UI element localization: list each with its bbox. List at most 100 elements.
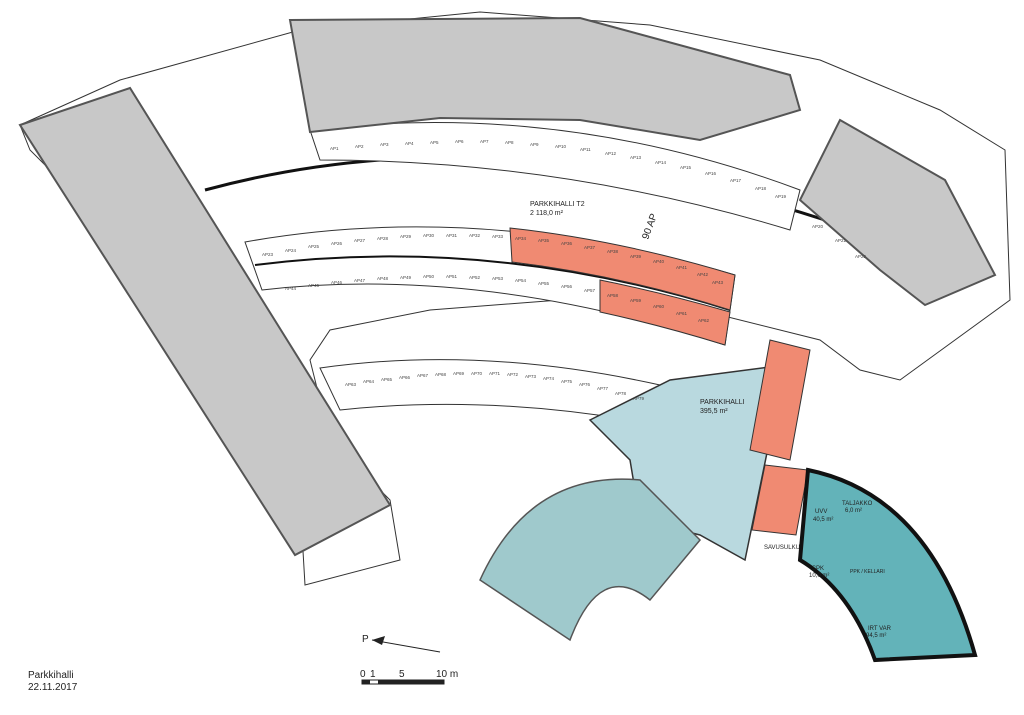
stall-label: AP39 [630, 254, 642, 259]
stall-label: AP18 [755, 186, 767, 191]
stall-label: AP7 [480, 139, 489, 144]
stall-label: AP26 [331, 241, 343, 246]
scale-label-1: 1 [370, 669, 376, 680]
stall-label: AP6 [455, 139, 464, 144]
stall-label: AP53 [492, 276, 504, 281]
stall-label: AP5 [430, 140, 439, 145]
uvv-area: 40,5 m² [813, 517, 833, 523]
stall-label: AP38 [607, 249, 619, 254]
stall-label: AP1 [330, 146, 339, 151]
stall-label: AP28 [377, 236, 389, 241]
spk-area: 10,0 m² [809, 573, 829, 579]
stall-label: AP47 [354, 278, 366, 283]
stall-label: AP69 [453, 371, 465, 376]
parkkihalli-t2-label: PARKKIHALLI T2 [530, 201, 585, 208]
stall-label: AP56 [561, 284, 573, 289]
upper-parking-ring [309, 122, 801, 231]
stall-label: AP70 [471, 371, 483, 376]
stall-label: AP72 [507, 372, 519, 377]
stall-label: AP58 [607, 293, 619, 298]
lower-teal-block [479, 478, 702, 642]
stall-label: AP41 [676, 265, 688, 270]
stall-label: AP10 [555, 144, 567, 149]
stall-label: AP24 [285, 248, 297, 253]
north-arrow-label: P [362, 634, 369, 645]
stall-label: AP66 [399, 375, 411, 380]
stall-label: AP21 [835, 238, 847, 243]
stall-label: AP76 [579, 382, 591, 387]
stall-label: AP22 [855, 254, 867, 259]
left-building [18, 86, 392, 557]
uvv-label: UVV [815, 509, 827, 515]
stall-label: AP60 [653, 304, 665, 309]
stall-label: AP16 [705, 171, 717, 176]
savusulku-label: SAVUSULKU [764, 545, 800, 551]
stall-label: AP31 [446, 233, 458, 238]
stall-label: AP36 [561, 241, 573, 246]
taljakko-area: 6,0 m² [845, 508, 862, 514]
stall-label: AP17 [730, 178, 742, 183]
spk-label: SPK [812, 566, 824, 572]
stall-label: AP57 [584, 288, 596, 293]
stall-label: AP30 [423, 233, 435, 238]
scale-label-0: 0 [360, 669, 366, 680]
stall-label: AP37 [584, 245, 596, 250]
stall-label: AP14 [655, 160, 667, 165]
stall-label: AP46 [331, 280, 343, 285]
stall-label: AP64 [363, 379, 375, 384]
parkkihalli-t2-area: 2 118,0 m² [530, 210, 564, 217]
parkkihalli-label: PARKKIHALLI [700, 399, 745, 406]
stall-label: AP45 [308, 283, 320, 288]
stall-label: AP44 [285, 286, 297, 291]
shelter-wing [797, 467, 978, 663]
stall-label: AP55 [538, 281, 550, 286]
stall-labels: AP1 AP2 AP3 AP4 AP5 AP6 AP7 AP8 AP9 AP10… [262, 139, 867, 401]
stall-label: AP71 [489, 371, 501, 376]
scale-bar: 0 1 5 10 m [360, 669, 458, 685]
drawing-date: 22.11.2017 [28, 682, 78, 693]
reserved-stalls-top [509, 227, 736, 311]
reserved-stalls-bottom [599, 279, 731, 346]
stall-label: AP25 [308, 244, 320, 249]
irt-var-label: IRT VAR [868, 626, 892, 632]
north-arrow-icon: P [362, 634, 441, 653]
stall-label: AP74 [543, 376, 555, 381]
stall-label: AP20 [812, 224, 824, 229]
stall-label: AP29 [400, 234, 412, 239]
stall-label: AP2 [355, 144, 364, 149]
stall-label: AP27 [354, 238, 366, 243]
stall-label: AP65 [381, 377, 393, 382]
reserved-stalls-lower [751, 464, 809, 536]
stall-label: AP51 [446, 274, 458, 279]
drawing-title-block: Parkkihalli 22.11.2017 [28, 670, 77, 694]
stall-label: AP15 [680, 165, 692, 170]
stall-label: AP54 [515, 278, 527, 283]
stall-label: AP35 [538, 238, 550, 243]
stall-label: AP34 [515, 236, 527, 241]
stall-label: AP61 [676, 311, 688, 316]
stall-label: AP77 [597, 386, 609, 391]
stall-label: AP52 [469, 275, 481, 280]
stall-label: AP42 [697, 272, 709, 277]
stall-label: AP49 [400, 275, 412, 280]
right-building [798, 118, 997, 307]
stall-label: AP19 [775, 194, 787, 199]
stall-label: AP50 [423, 274, 435, 279]
irt-var-area: 94,5 m² [866, 633, 886, 639]
scale-label-5: 5 [399, 669, 405, 680]
stall-label: AP4 [405, 141, 414, 146]
stall-label: AP63 [345, 382, 357, 387]
stall-label: AP73 [525, 374, 537, 379]
stall-label: AP32 [469, 233, 481, 238]
stall-label: AP40 [653, 259, 665, 264]
reserved-stalls-hall [749, 339, 811, 461]
stall-label: AP13 [630, 155, 642, 160]
ppk-kellari-label: PPK / KELLARI [850, 569, 885, 575]
stall-label: AP78 [615, 391, 627, 396]
stall-label: AP59 [630, 298, 642, 303]
scale-label-10m: 10 m [436, 669, 458, 680]
stall-label: AP11 [580, 147, 591, 152]
stall-label: AP79 [633, 396, 645, 401]
stall-label: AP8 [505, 140, 514, 145]
